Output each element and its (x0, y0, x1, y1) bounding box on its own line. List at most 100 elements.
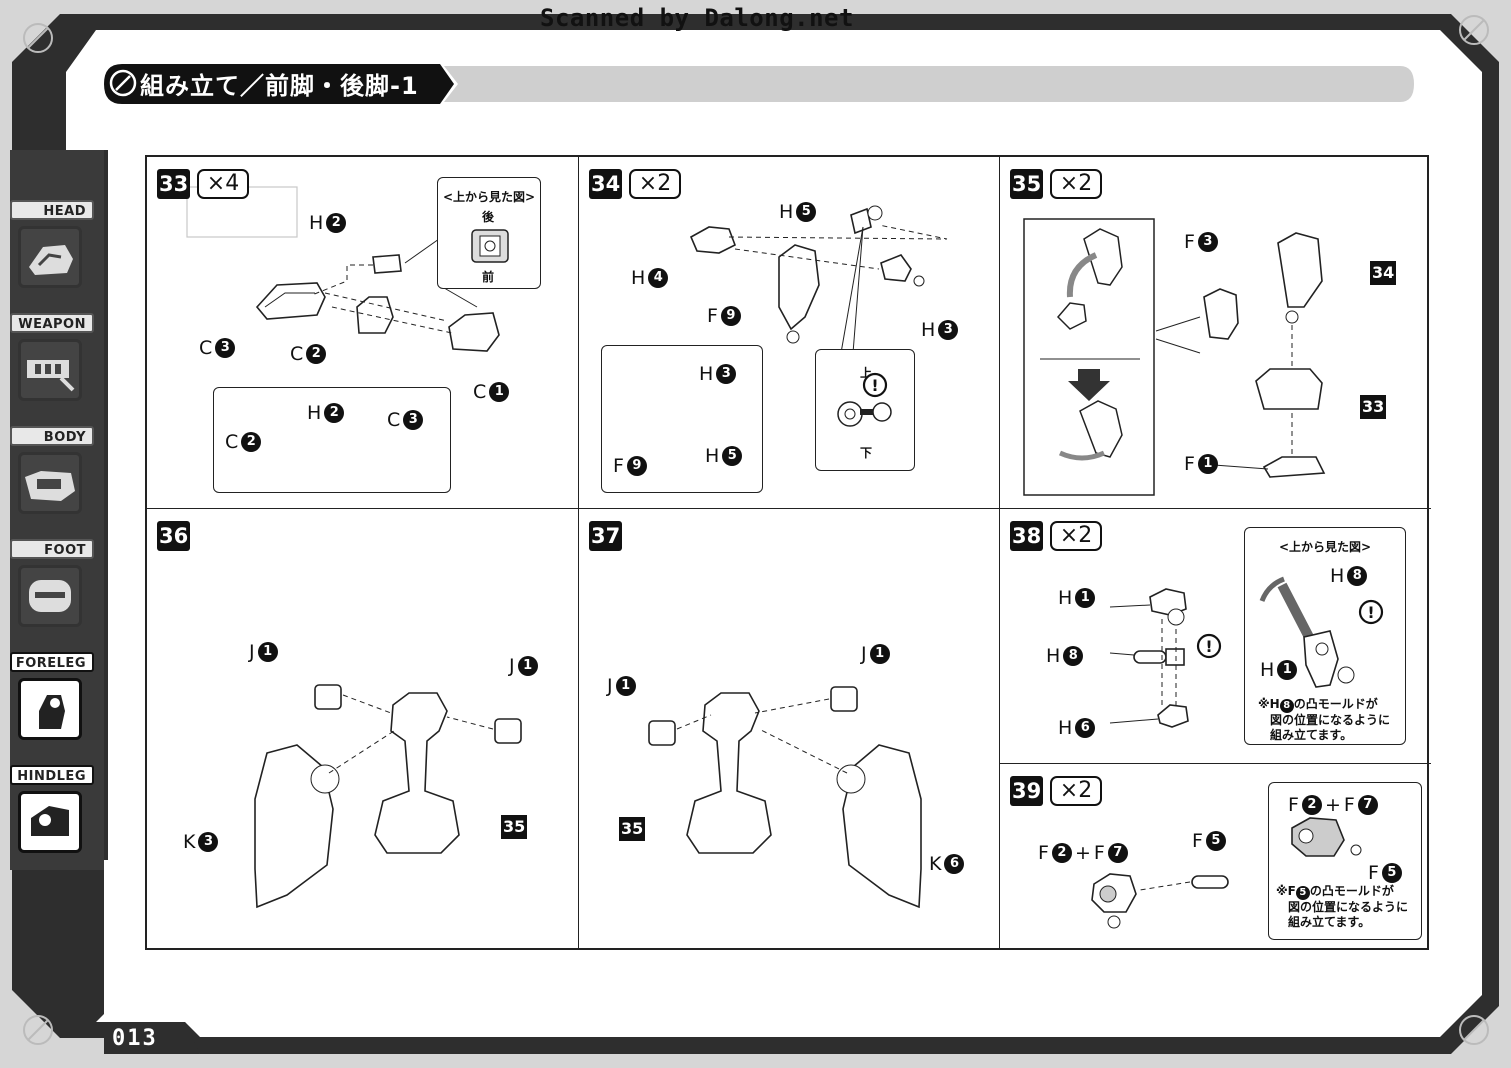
inset-bottom-label: 下 (860, 446, 873, 460)
scan-credit: Scanned by Dalong.net (540, 4, 854, 32)
step-number: 36 (157, 521, 191, 551)
top-view-part-icon (471, 229, 509, 263)
caution-icon: ! (1196, 633, 1222, 659)
page-number: 013 (112, 1026, 158, 1051)
nav-label: FOOT (10, 539, 94, 559)
nav-label: BODY (10, 426, 94, 446)
nav-label: FORELEG (10, 652, 94, 672)
step-number: 38 (1010, 521, 1044, 551)
step-37-drawing (648, 686, 922, 909)
step-number: 35 (1010, 169, 1044, 199)
inset-title: <上から見た図> (442, 190, 536, 204)
caution-icon: ! (862, 372, 888, 398)
step-35-drawing (1023, 218, 1326, 496)
step-38-drawing (1109, 576, 1355, 728)
step-39-drawing (1091, 817, 1362, 929)
down-arrow-icon (1068, 369, 1110, 401)
nav-item-foreleg[interactable]: FORELEG (8, 648, 100, 752)
step-number: 39 (1010, 776, 1044, 806)
svg-text:!: ! (1367, 603, 1374, 622)
inset-title: <上から見た図> (1278, 540, 1372, 554)
orientation-inset: 上 ! 下 (815, 349, 915, 471)
nav-item-head[interactable]: HEAD (8, 196, 100, 300)
compass-icon (109, 69, 137, 97)
step-ref-35: 35 (619, 817, 646, 841)
nav-item-hindleg[interactable]: HINDLEG (8, 761, 100, 865)
nav-item-body[interactable]: BODY (8, 422, 100, 526)
compass-icon (23, 15, 1489, 1045)
multiplier: ×4 (197, 169, 249, 199)
curved-arrow-icon (1259, 576, 1285, 602)
step-number: 33 (157, 169, 191, 199)
step-36-drawing (254, 684, 522, 909)
foot-thumbnail-icon (18, 565, 82, 627)
multiplier: ×2 (1050, 521, 1102, 551)
multiplier: ×2 (629, 169, 681, 199)
orientation-part-icon (837, 401, 892, 427)
inset-back-label: 後 (482, 210, 495, 224)
top-view-inset: <上から見た図> 後 前 (437, 177, 541, 289)
nav-label: WEAPON (10, 313, 94, 333)
hindleg-thumbnail-icon (18, 791, 82, 853)
header-band (104, 64, 1414, 104)
step-number: 34 (589, 169, 623, 199)
svg-text:!: ! (871, 376, 878, 395)
nav-label: HEAD (10, 200, 94, 220)
weapon-thumbnail-icon (18, 339, 82, 401)
nav-item-weapon[interactable]: WEAPON (8, 309, 100, 413)
head-thumbnail-icon (18, 226, 82, 288)
multiplier: ×2 (1050, 776, 1102, 806)
caution-icon: ! (1358, 599, 1384, 625)
nav-label: HINDLEG (10, 765, 94, 785)
detail-inset (1268, 782, 1422, 940)
top-view-inset: <上から見た図> (1244, 527, 1406, 745)
step-ref-34: 34 (1370, 261, 1397, 285)
foreleg-thumbnail-icon (18, 678, 82, 740)
multiplier: ×2 (1050, 169, 1102, 199)
inset-front-label: 前 (482, 270, 495, 284)
step-number: 37 (589, 521, 623, 551)
svg-text:!: ! (1205, 637, 1212, 656)
nav-item-foot[interactable]: FOOT (8, 535, 100, 639)
